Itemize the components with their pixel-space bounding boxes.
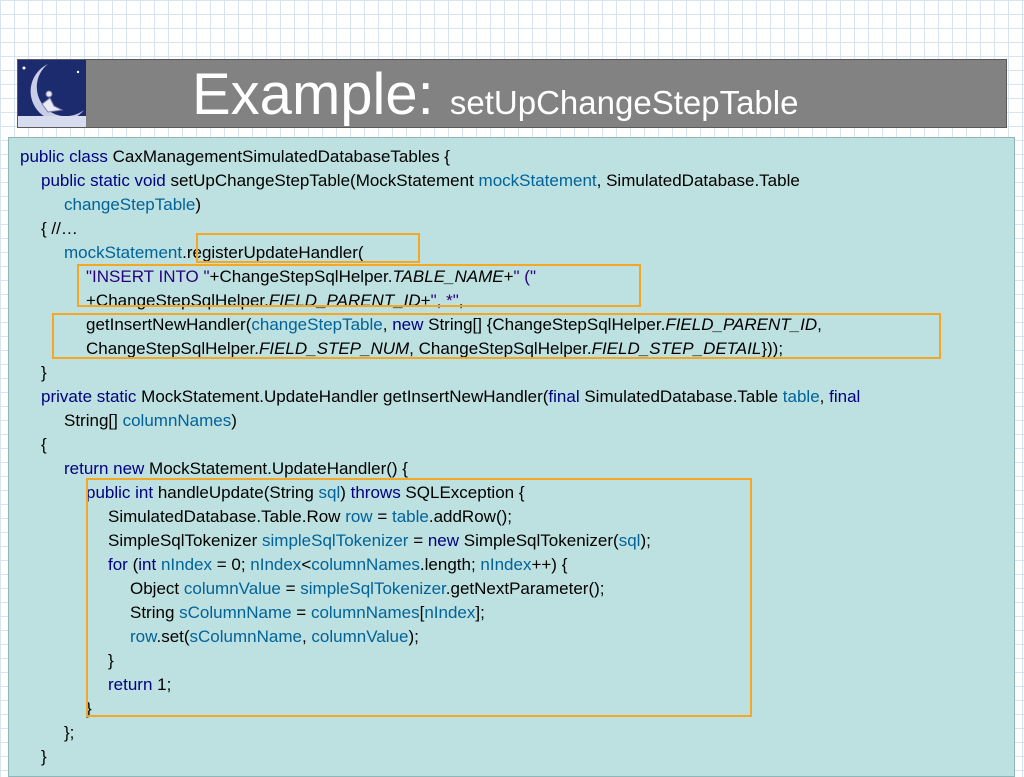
code-line-9: ChangeStepSqlHelper.FIELD_STEP_NUM, Chan… <box>86 339 784 358</box>
highlight-register-handler <box>196 233 420 263</box>
code-line-8: getInsertNewHandler(changeStepTable, new… <box>86 315 822 334</box>
code-line-4: { //… <box>41 219 78 238</box>
code-line-25: }; <box>64 723 75 742</box>
code-line-10: } <box>41 363 47 382</box>
highlight-sql-string <box>77 264 641 307</box>
code-line-19: Object columnValue = simpleSqlTokenizer.… <box>130 579 605 598</box>
code-line-5: mockStatement.registerUpdateHandler( <box>64 243 364 262</box>
code-line-21: row.set(sColumnName, columnValue); <box>130 627 419 646</box>
code-line-16: SimulatedDatabase.Table.Row row = table.… <box>108 507 512 526</box>
code-line-13: { <box>41 435 47 454</box>
code-line-2: public static void setUpChangeStepTable(… <box>41 171 800 190</box>
code-line-18: for (int nIndex = 0; nIndex<columnNames.… <box>108 555 568 574</box>
code-line-3: changeStepTable) <box>64 195 202 214</box>
code-line-14: return new MockStatement.UpdateHandler()… <box>64 459 408 478</box>
code-line-6: "INSERT INTO "+ChangeStepSqlHelper.TABLE… <box>86 267 537 286</box>
code-block: public class CaxManagementSimulatedDatab… <box>8 137 1015 777</box>
highlight-handler-args <box>52 313 941 359</box>
code-line-23: return 1; <box>108 675 172 694</box>
moon-logo-icon <box>18 60 86 127</box>
code-line-12: String[] columnNames) <box>64 411 237 430</box>
code-line-15: public int handleUpdate(String sql) thro… <box>86 483 525 502</box>
code-line-17: SimpleSqlTokenizer simpleSqlTokenizer = … <box>108 531 651 550</box>
highlight-handle-update <box>86 478 752 717</box>
code-line-22: } <box>108 651 114 670</box>
slide-title-bar: Example: setUpChangeStepTable <box>17 59 1007 128</box>
title-main: Example: <box>192 62 450 127</box>
code-line-20: String sColumnName = columnNames[nIndex]… <box>130 603 485 622</box>
code-line-11: private static MockStatement.UpdateHandl… <box>41 387 861 406</box>
slide-title: Example: setUpChangeStepTable <box>192 63 992 127</box>
code-line-24: } <box>86 699 92 718</box>
title-method-name: setUpChangeStepTable <box>449 84 799 121</box>
code-line-1: public class CaxManagementSimulatedDatab… <box>20 147 450 166</box>
code-line-26: } <box>41 747 47 766</box>
